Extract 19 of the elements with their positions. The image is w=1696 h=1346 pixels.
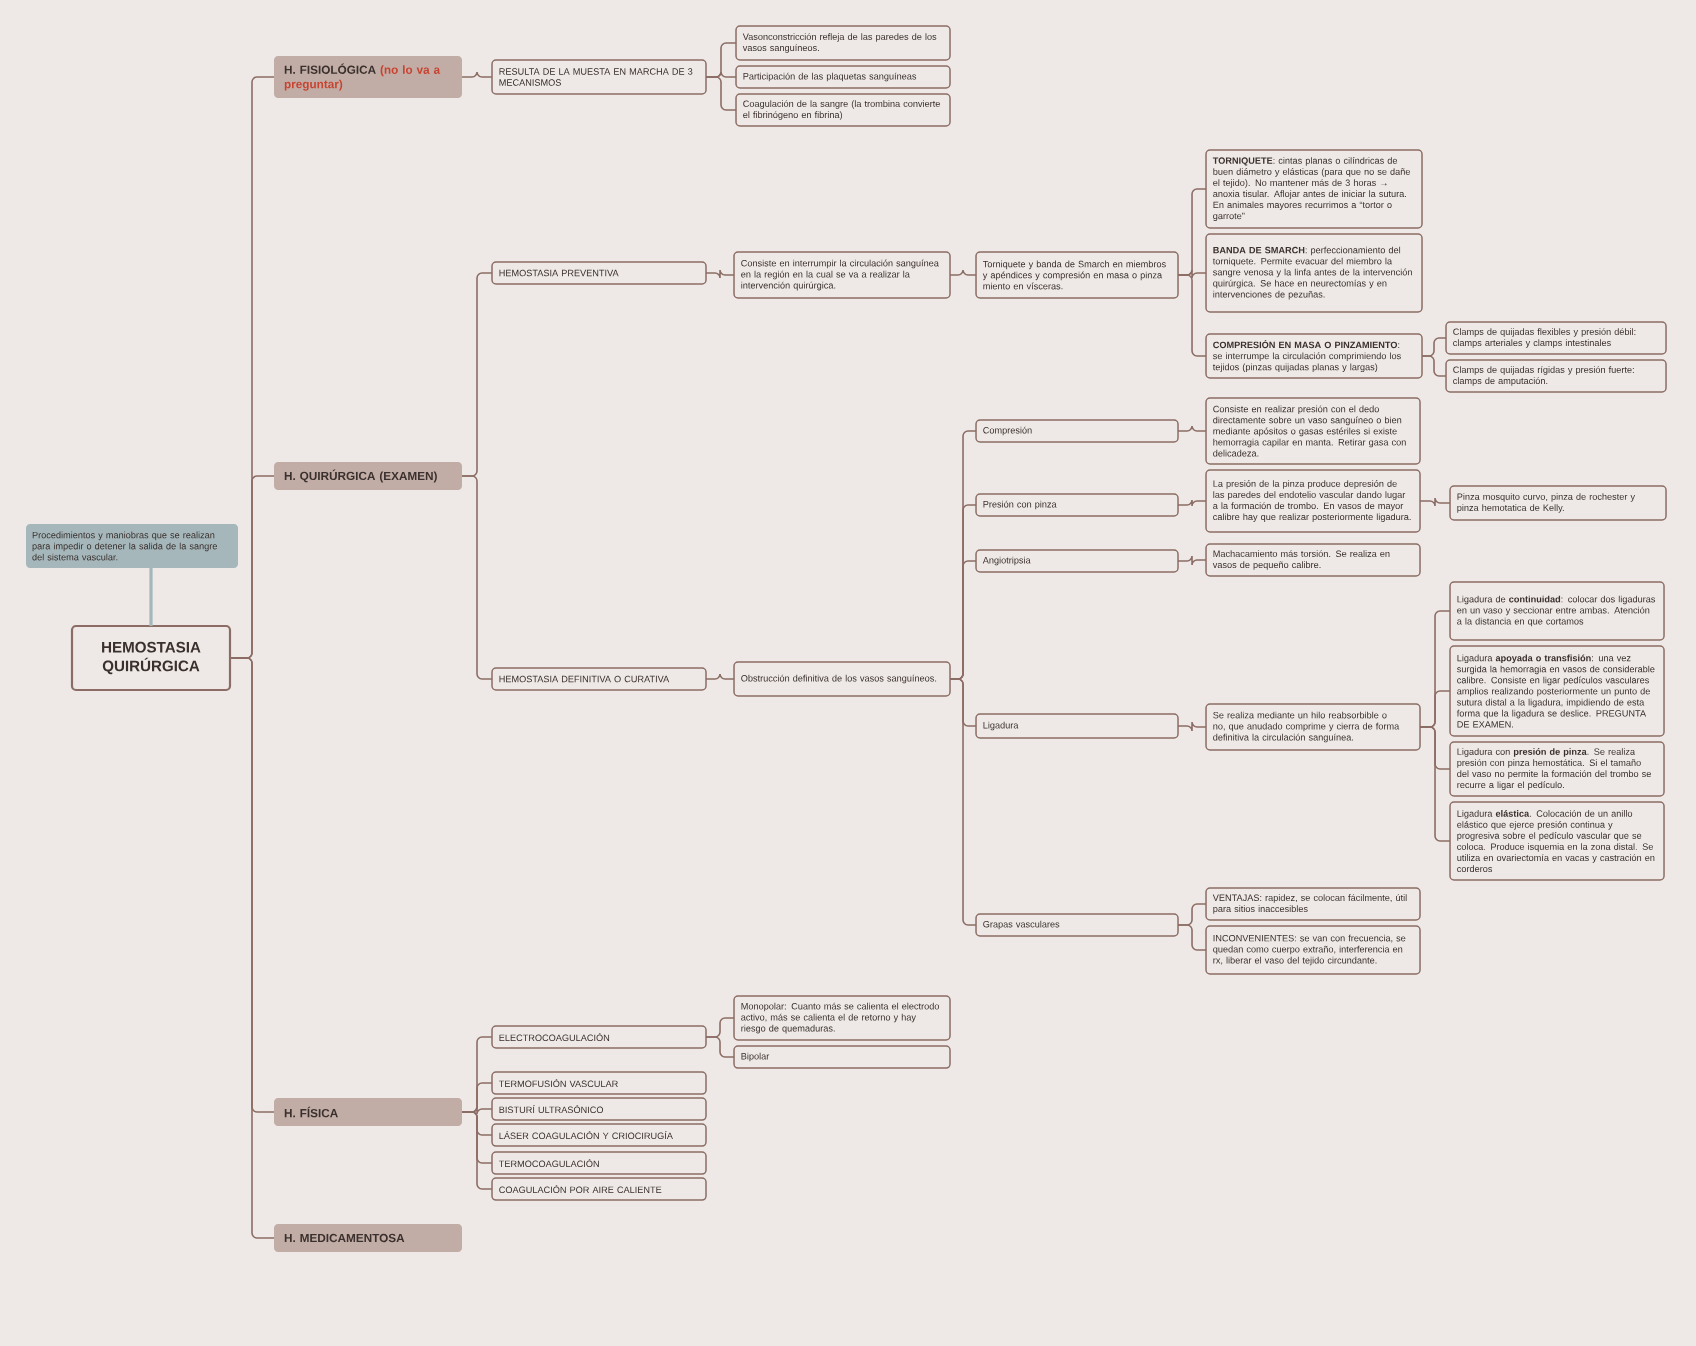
bracket-line — [1177, 274, 1207, 357]
bracket-line — [1177, 555, 1207, 566]
bracket-line — [461, 1111, 493, 1190]
bracket-line — [461, 71, 493, 78]
bracket-line — [461, 475, 493, 680]
bracket-line — [1419, 497, 1451, 507]
bracket-line — [705, 1036, 735, 1058]
bracket-line — [1421, 355, 1447, 377]
bracket-line — [1419, 726, 1451, 842]
bracket-line — [949, 269, 977, 276]
bracket-line — [949, 678, 977, 926]
bracket-line — [1177, 924, 1207, 951]
bracket-line — [705, 76, 737, 111]
bracket-line — [705, 269, 735, 279]
bracket-line — [1177, 499, 1207, 507]
bracket-line — [229, 657, 275, 1239]
bracket-line — [1177, 721, 1207, 732]
bracket-line — [705, 673, 735, 680]
bracket-line — [1177, 425, 1207, 432]
